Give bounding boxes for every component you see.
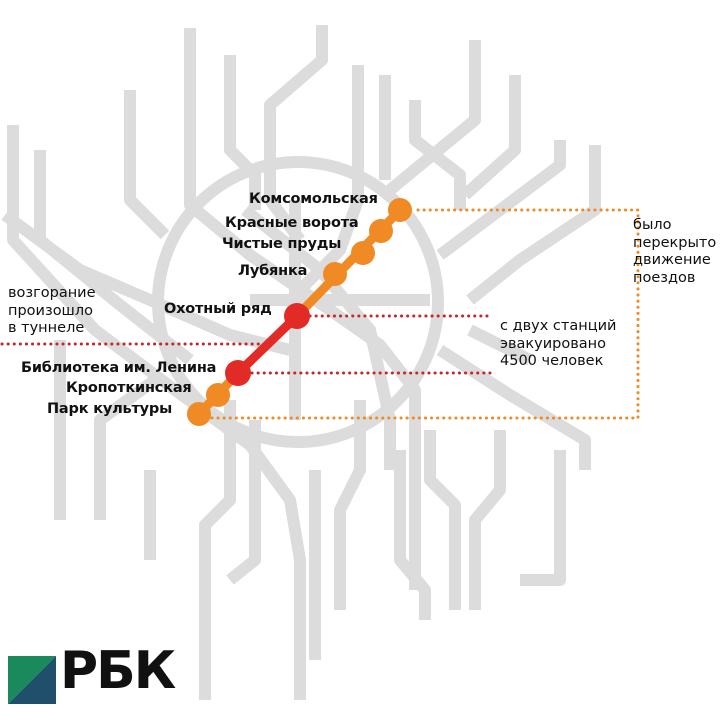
station-label-kropotkinskaya: Кропоткинская bbox=[66, 380, 192, 396]
rbc-logo-text: РБК bbox=[60, 641, 176, 701]
network-line bbox=[94, 375, 159, 520]
network-line bbox=[184, 28, 421, 590]
network-line bbox=[469, 430, 506, 610]
station-label-krasnye-vorota: Красные ворота bbox=[225, 215, 359, 231]
network-line bbox=[226, 420, 261, 585]
network-line bbox=[460, 75, 521, 200]
network-line bbox=[199, 400, 236, 700]
blocked-callout-line bbox=[208, 208, 640, 420]
network-line bbox=[334, 400, 366, 610]
station-label-okhotny-ryad: Охотный ряд bbox=[164, 301, 272, 317]
background-network bbox=[1, 25, 601, 700]
station-label-lubyanka: Лубянка bbox=[238, 263, 308, 279]
station-marker-biblioteka bbox=[225, 360, 251, 386]
station-marker-lubyanka bbox=[323, 262, 347, 286]
note-blocked: было перекрыто движение поездов bbox=[633, 217, 717, 286]
note-evacuated: с двух станций эвакуировано 4500 человек bbox=[500, 318, 617, 369]
station-marker-okhotny-ryad bbox=[284, 303, 310, 329]
network-line bbox=[394, 450, 431, 620]
rbc-logo-mark bbox=[8, 656, 56, 704]
network-line bbox=[520, 450, 566, 586]
line-segment-red bbox=[233, 311, 302, 378]
station-marker-kropotkinskaya bbox=[206, 383, 230, 407]
station-label-biblioteka: Библиотека им. Ленина bbox=[21, 360, 217, 376]
station-marker-krasnye-vorota bbox=[369, 219, 393, 243]
network-line bbox=[466, 145, 601, 305]
network-line bbox=[1, 210, 292, 356]
station-label-chistye-prudy: Чистые пруды bbox=[222, 236, 342, 252]
network-line bbox=[436, 140, 566, 260]
station-marker-chistye-prudy bbox=[351, 241, 375, 265]
callouts bbox=[0, 208, 640, 420]
network-line bbox=[467, 324, 533, 366]
network-line bbox=[386, 40, 481, 195]
station-label-komsomolskaya: Комсомольская bbox=[249, 191, 378, 207]
station-marker-park-kultury bbox=[187, 402, 211, 426]
station-marker-komsomolskaya bbox=[388, 198, 412, 222]
network-line bbox=[424, 430, 461, 610]
stations bbox=[187, 198, 412, 426]
network-line bbox=[124, 90, 170, 240]
network-line bbox=[264, 25, 328, 244]
note-fire: возгорание произошло в туннеле bbox=[8, 285, 96, 336]
station-label-park-kultury: Парк культуры bbox=[47, 401, 173, 417]
network-line bbox=[224, 55, 261, 210]
